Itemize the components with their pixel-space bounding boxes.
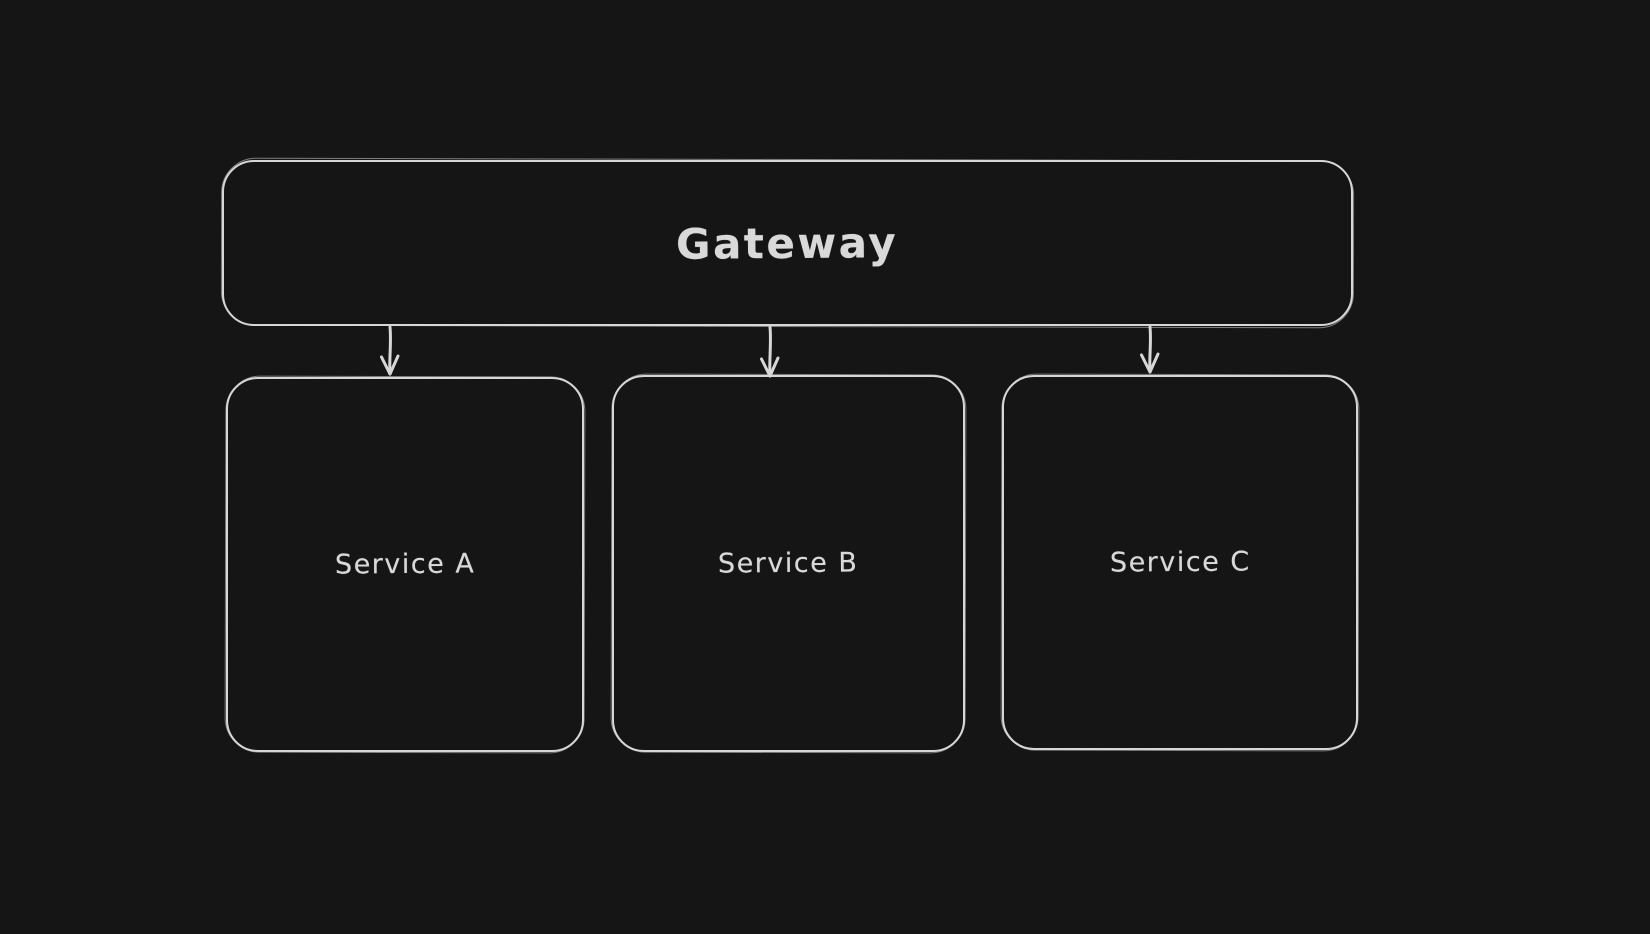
service-a-node[interactable]: Service A — [226, 377, 584, 752]
arrowhead-icon — [380, 354, 400, 376]
service-c-label: Service C — [1109, 546, 1251, 579]
service-b-label: Service B — [718, 547, 859, 580]
arrowhead-icon — [1140, 352, 1160, 374]
gateway-label: Gateway — [676, 217, 899, 269]
service-b-node[interactable]: Service B — [612, 375, 965, 752]
service-a-label: Service A — [334, 548, 476, 581]
arrow-shaft[interactable] — [768, 325, 772, 378]
service-c-node[interactable]: Service C — [1002, 375, 1358, 750]
gateway-node[interactable]: Gateway — [222, 160, 1353, 326]
gateway-to-service-a-arrow[interactable] — [380, 325, 400, 376]
gateway-to-service-c-arrow[interactable] — [1140, 325, 1160, 374]
